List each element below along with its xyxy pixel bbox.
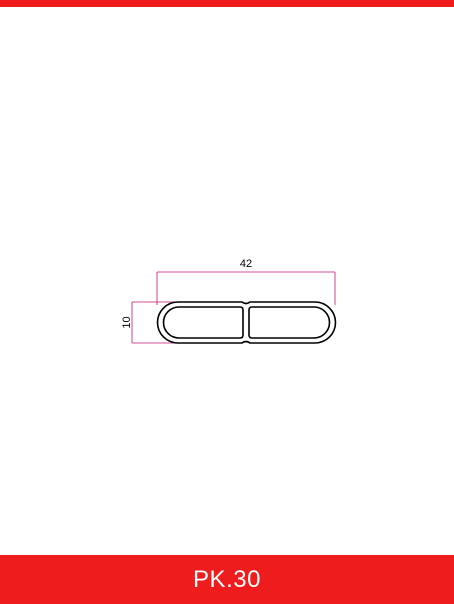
product-code-label: PK.30: [193, 565, 261, 593]
profile-outer-contour: [156, 301, 337, 344]
profile-left-chamber: [162, 306, 244, 339]
width-dimension-label: 42: [240, 258, 252, 270]
profile-cross-section: [156, 301, 337, 344]
height-dimension: 10: [121, 301, 178, 344]
height-dimension-label: 10: [121, 316, 133, 328]
top-accent-bar: [0, 0, 454, 7]
profile-right-chamber: [248, 306, 331, 339]
bottom-title-bar: PK.30: [0, 555, 454, 604]
width-dimension: 42: [156, 258, 336, 305]
